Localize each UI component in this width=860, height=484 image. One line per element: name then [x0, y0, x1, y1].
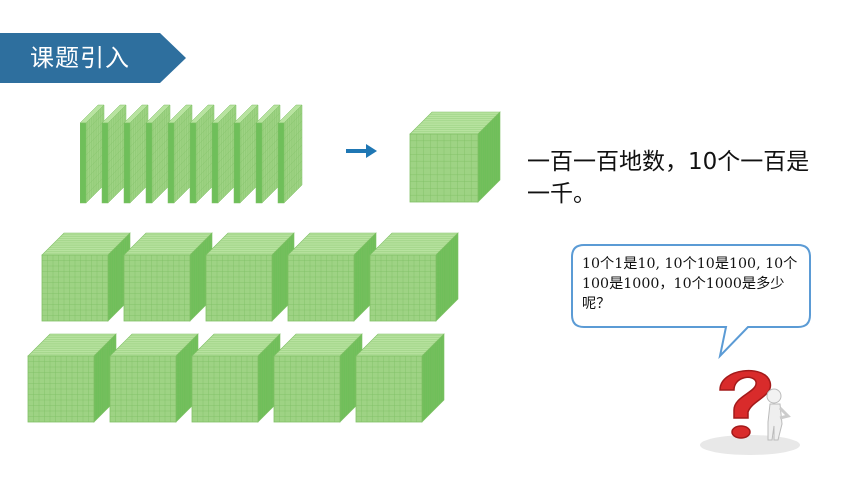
thousand-cube — [27, 333, 117, 423]
thousand-cube — [273, 333, 363, 423]
thousand-cube — [287, 232, 377, 322]
speech-bubble — [571, 244, 811, 360]
thousand-cube — [41, 232, 131, 322]
thousand-cube — [409, 111, 501, 203]
title-banner: 课题引入 — [0, 33, 186, 83]
hundred-slabs-group — [80, 104, 303, 204]
title-banner-shape — [0, 33, 186, 83]
hundred-slab — [145, 104, 171, 204]
hundred-slab — [211, 104, 237, 204]
hundred-slab — [189, 104, 215, 204]
thinking-person-question-mark-icon — [700, 369, 800, 455]
hundred-slab — [233, 104, 259, 204]
hundred-slab — [277, 104, 303, 204]
thousand-cube — [109, 333, 199, 423]
page-title: 课题引入 — [30, 44, 130, 72]
thousand-cube-result — [409, 111, 501, 203]
hundred-slab — [167, 104, 193, 204]
thousand-cube — [123, 232, 213, 322]
hundred-slab — [80, 104, 105, 204]
hundred-slab — [101, 104, 127, 204]
thousand-cube — [355, 333, 445, 423]
thousand-cubes-group — [27, 232, 459, 423]
speech-bubble-text: 10个1是10, 10个10是100, 10个100是1000，10个1000是… — [582, 256, 798, 312]
hundred-slab — [255, 104, 281, 204]
right-arrow-icon — [346, 144, 377, 158]
thousand-cube — [205, 232, 295, 322]
thousand-cube — [369, 232, 459, 322]
thousand-cube — [191, 333, 281, 423]
hundred-slab — [123, 104, 149, 204]
statement-text: 一百一百地数，10个一百是一千。 — [527, 149, 810, 207]
